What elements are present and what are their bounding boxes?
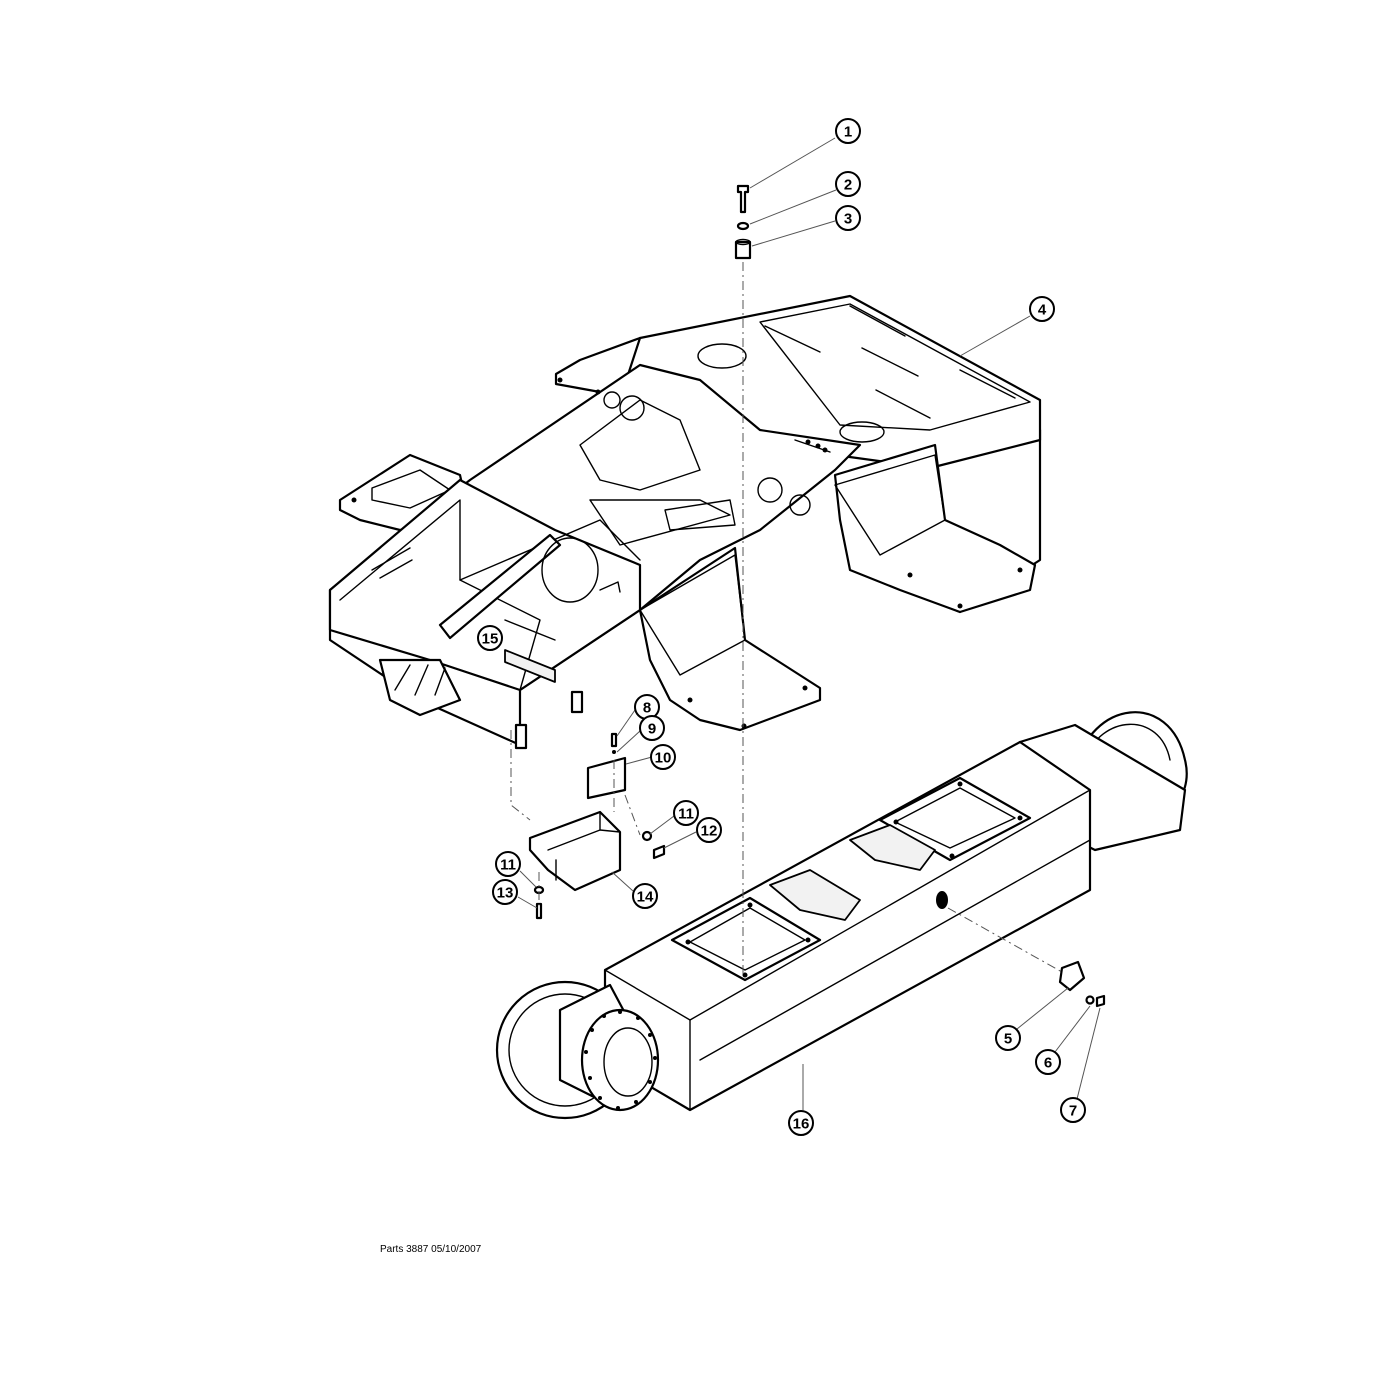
callout-circle: [477, 625, 503, 651]
callout-16: 16: [788, 1110, 814, 1136]
callout-label: 6: [1044, 1055, 1052, 1072]
callout-8: 8: [634, 694, 660, 720]
callout-label: 4: [1038, 302, 1047, 319]
callout-label: 11: [500, 857, 516, 874]
callout-label: 14: [637, 889, 654, 906]
track-frame: [495, 711, 1188, 1120]
center-lines: [510, 262, 1063, 975]
callout-circle: [632, 883, 658, 909]
carbody-frame: [328, 294, 1042, 750]
callout-label: 13: [497, 885, 514, 902]
callout-circle: [673, 800, 699, 826]
callout-label: 7: [1069, 1103, 1077, 1120]
bolt-13: [535, 902, 543, 920]
callout-circle: [1029, 296, 1055, 322]
callout-13: 13: [492, 879, 518, 905]
callout-2: 2: [835, 171, 861, 197]
callout-1: 1: [835, 118, 861, 144]
callout-circle: [1035, 1049, 1061, 1075]
callout-3: 3: [835, 205, 861, 231]
callout-9: 9: [639, 715, 665, 741]
callout-7: 7: [1060, 1097, 1086, 1123]
callout-label: 3: [844, 211, 852, 228]
callout-10: 10: [650, 744, 676, 770]
callout-label: 15: [482, 631, 499, 648]
callout-11: 11: [673, 800, 699, 826]
washer-11-right: [641, 830, 653, 842]
callout-label: 5: [1004, 1031, 1012, 1048]
callout-label: 8: [643, 700, 651, 717]
callout-circle: [492, 879, 518, 905]
bolt-7: [1095, 994, 1106, 1008]
callout-label: 9: [648, 721, 656, 738]
callout-circle: [835, 171, 861, 197]
washer-2: [736, 221, 750, 231]
bushing-3: [734, 238, 752, 260]
cover-plate-5: [1058, 960, 1086, 992]
callout-11: 11: [495, 851, 521, 877]
callout-label: 10: [655, 750, 672, 767]
callout-label: 11: [678, 806, 694, 823]
callout-circle: [835, 205, 861, 231]
washer-6: [1085, 995, 1095, 1005]
callout-circle: [696, 817, 722, 843]
callout-label: 16: [793, 1116, 810, 1133]
callout-14: 14: [632, 883, 658, 909]
footer-text: Parts 3887 05/10/2007: [380, 1244, 482, 1255]
callout-circle: [639, 715, 665, 741]
callout-15: 15: [477, 625, 503, 651]
cover-plate-10: [586, 756, 627, 800]
bolt-12: [652, 844, 666, 860]
callout-6: 6: [1035, 1049, 1061, 1075]
callout-circle: [995, 1025, 1021, 1051]
callout-circle: [788, 1110, 814, 1136]
callout-circle: [835, 118, 861, 144]
bolt-8: [610, 732, 618, 748]
bracket-14: [528, 810, 622, 892]
callout-4: 4: [1029, 296, 1055, 322]
callout-circle: [1060, 1097, 1086, 1123]
callout-5: 5: [995, 1025, 1021, 1051]
leader-lines: [517, 137, 1101, 1110]
callout-12: 12: [696, 817, 722, 843]
bolt-1: [736, 184, 750, 214]
washer-9: [612, 750, 616, 754]
callout-circle: [650, 744, 676, 770]
callout-circle: [495, 851, 521, 877]
callout-label: 2: [844, 177, 852, 194]
callout-label: 12: [701, 823, 718, 840]
callout-label: 1: [844, 124, 852, 141]
